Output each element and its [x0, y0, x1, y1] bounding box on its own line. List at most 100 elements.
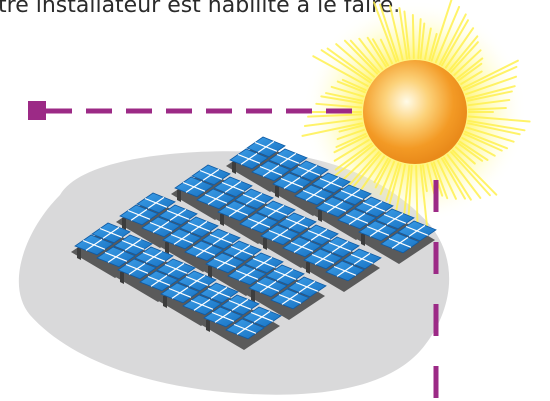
sun-ray — [336, 128, 366, 141]
sun-ray — [454, 146, 476, 165]
sun-ray — [343, 39, 379, 75]
sun-ray — [334, 144, 374, 177]
sun-ray — [457, 62, 483, 82]
sun-ray — [426, 163, 436, 195]
panel-grid-line — [242, 193, 266, 204]
sun-ray — [341, 78, 367, 92]
sun-ray — [335, 132, 367, 148]
sun-ray — [379, 160, 396, 196]
panel-grid-line — [273, 269, 297, 280]
sun-ray — [446, 153, 482, 199]
panel-leg — [318, 210, 322, 222]
sun-ray — [330, 85, 365, 98]
sun-ray — [467, 107, 507, 111]
sun-ray — [467, 119, 526, 132]
panel-grid-line — [170, 233, 194, 244]
sun-ray — [443, 156, 472, 201]
panel-grid-line — [250, 311, 274, 322]
sun-ray — [464, 130, 509, 150]
panel-grid-line — [345, 213, 369, 224]
sun-ray — [453, 49, 482, 76]
panel-leg — [361, 234, 365, 246]
sun-ray — [333, 135, 368, 154]
sun-ray — [320, 95, 363, 105]
panel-grid-line — [230, 245, 254, 256]
panel-leg — [275, 186, 279, 198]
panel-leg — [263, 238, 267, 250]
panel-grid-line — [187, 221, 211, 232]
sun-ray — [403, 10, 411, 60]
sun-ray — [448, 35, 479, 72]
panel-grid-line — [323, 201, 347, 212]
sun-ray — [374, 158, 392, 189]
sun-ray — [303, 117, 363, 128]
sun-ray — [403, 164, 411, 218]
panel-leg — [77, 248, 81, 260]
panel-grid-line — [190, 299, 214, 310]
sun-ray — [432, 161, 449, 200]
sun-ray — [451, 149, 498, 196]
panel-leg — [208, 266, 212, 278]
panel-grid-line — [164, 263, 188, 274]
light-path-start-marker — [28, 101, 46, 120]
sun-ray — [430, 162, 444, 197]
sun-ray — [417, 18, 422, 60]
panel-leg — [165, 242, 169, 254]
panel-leg — [306, 262, 310, 274]
sun-ray — [335, 43, 376, 78]
sun-ray — [438, 13, 467, 66]
panel-grid-line — [388, 237, 412, 248]
panel-grid-line — [182, 181, 206, 192]
panel-grid-line — [247, 217, 271, 228]
sun-ray — [430, 0, 453, 62]
sun-ray — [462, 59, 519, 89]
sun-ray — [421, 164, 428, 193]
sun-ray — [437, 159, 457, 200]
panel-leg — [206, 320, 210, 332]
panel-leg — [122, 218, 126, 230]
panel-grid-line — [127, 209, 151, 220]
panel-grid-line — [328, 241, 352, 252]
panel-grid-line — [199, 169, 223, 180]
panel-grid-line — [233, 323, 257, 334]
sun-ray — [466, 90, 513, 102]
sun-ray — [389, 4, 404, 61]
panel-grid-line — [295, 281, 319, 292]
sun-ray — [463, 65, 518, 92]
panel-grid-line — [204, 193, 228, 204]
sun-ray — [466, 85, 516, 100]
panel-grid-line — [209, 233, 233, 244]
sun-ray — [456, 57, 484, 80]
sun-ray — [336, 80, 366, 94]
sun-ray — [320, 49, 371, 84]
sun-ray — [333, 139, 370, 162]
panel-grid-line — [213, 257, 237, 268]
panel-grid-line — [166, 209, 190, 220]
sun-ray — [385, 162, 400, 202]
sun-ray — [312, 55, 369, 88]
sun-ray — [358, 37, 384, 71]
panel-leg — [232, 162, 236, 174]
sun-ray — [398, 7, 409, 60]
sun-ray — [373, 157, 389, 184]
sun-ray — [428, 32, 438, 61]
panel-grid-line — [185, 275, 209, 286]
sun-ray — [324, 92, 364, 102]
sun-ray — [334, 142, 373, 171]
panel-leg — [163, 296, 167, 308]
sun-ray — [419, 164, 429, 230]
sun-ray — [441, 157, 466, 200]
panel-grid-line — [82, 239, 106, 250]
sun-ray — [444, 27, 475, 69]
panel-grid-line — [144, 197, 168, 208]
sun-ray — [434, 5, 461, 64]
panel-grid-line — [319, 177, 343, 188]
panel-grid-line — [366, 225, 390, 236]
sun-ray — [465, 126, 515, 143]
panel-leg — [251, 290, 255, 302]
panel-grid-line — [256, 281, 280, 292]
panel-grid-line — [228, 299, 252, 310]
sun-ray — [411, 14, 415, 60]
panel-leg — [120, 272, 124, 284]
